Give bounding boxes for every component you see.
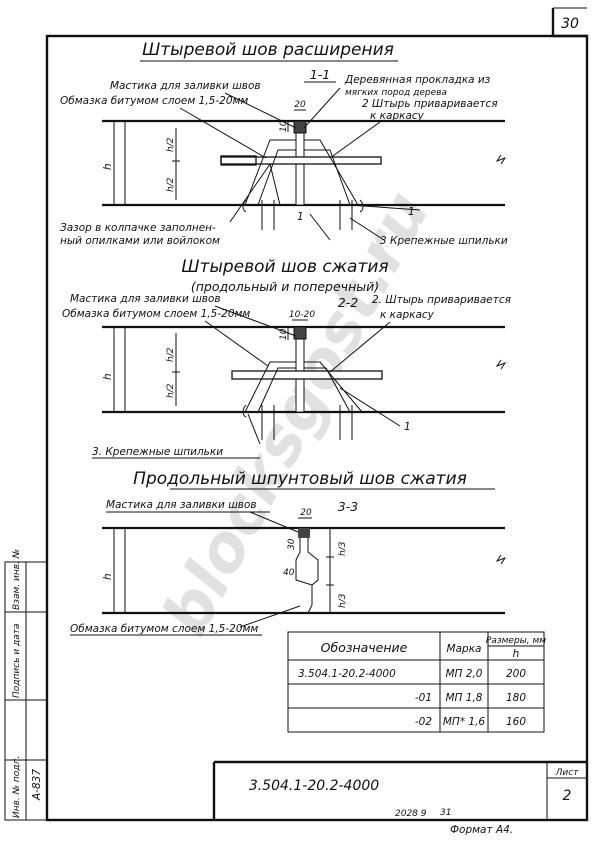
section3-dimensions <box>113 517 334 613</box>
section1-dim-20: 20 <box>294 100 306 110</box>
section1-wood-pad-line1: Деревянная прокладка из <box>344 74 491 86</box>
section1-marker-1a: 1 <box>297 211 304 223</box>
section1-dim-h: h <box>102 163 114 170</box>
section1-marker-1b: 1 <box>408 206 415 218</box>
section2-subtitle: (продольный и поперечный) <box>191 279 379 294</box>
section2-dim-h2-top: h/2 <box>166 347 176 362</box>
section2-marker-1: 1 <box>404 421 411 433</box>
section3-cut-label: 3-3 <box>338 499 358 514</box>
table-row-mark: МП 1,8 <box>446 692 483 704</box>
stamp-replace-inv: Взам. инв. № <box>12 549 22 610</box>
section1-title: Штыревой шов расширения <box>142 40 394 60</box>
section2-pin-line2: к каркасу <box>380 309 435 321</box>
side-stamp <box>4 561 48 821</box>
table-header-designation: Обозначение <box>321 640 408 655</box>
section2-title: Штыревой шов сжатия <box>181 257 388 277</box>
section3-title: Продольный шпунтовый шов сжатия <box>133 469 467 489</box>
title-block-sheet-number: 2 <box>563 788 572 804</box>
section3-dim-h: h <box>102 573 114 580</box>
section2-fasteners: 3. Крепежные шпильки <box>92 446 223 458</box>
section1-dim-10: 10 <box>279 120 289 132</box>
table-row-h: 160 <box>506 716 526 728</box>
inventory-number: А-837 <box>31 769 43 801</box>
title-block <box>212 760 587 820</box>
section1-coating-label: Обмазка битумом слоем 1,5-20мм <box>60 95 248 107</box>
section2-dim-10: 10 <box>279 328 289 340</box>
section1-dim-h2-bot: h/2 <box>166 177 176 192</box>
section1-dim-h2-top: h/2 <box>166 137 176 152</box>
section2-cut-label: 2-2 <box>338 295 358 310</box>
section1-cut-label: 1-1 <box>310 67 330 82</box>
table-header-dimensions: Размеры, мм <box>486 636 546 646</box>
table-row-h: 180 <box>506 692 526 704</box>
section2-leaders <box>204 305 401 445</box>
section2-dim-10-20: 10-20 <box>289 310 315 320</box>
section1-slab <box>102 119 507 230</box>
table-row-designation: -01 <box>415 692 432 704</box>
bottom-code: 2028 9 <box>395 809 427 819</box>
table-row-designation: -02 <box>415 716 432 728</box>
section3-mastic-label: Мастика для заливки швов <box>106 499 257 511</box>
section3-leaders <box>239 511 301 628</box>
section3-dim-h3-bot: h/3 <box>338 593 348 608</box>
table-row-designation: 3.504.1-20.2-4000 <box>298 668 396 680</box>
table-header-mark: Марка <box>447 643 482 655</box>
section3-coating-label: Обмазка битумом слоем 1,5-20мм <box>70 623 258 635</box>
section2-slab <box>102 325 507 440</box>
bottom-number: 31 <box>440 808 451 818</box>
stamp-inv-original: Инв. № подл. <box>12 756 22 818</box>
table-row-mark: МП* 1,6 <box>443 716 486 728</box>
section1-gap-line1: Зазор в колпачке заполнен- <box>60 222 216 234</box>
section1-pin-line1: 2 Штырь приваривается <box>362 98 498 110</box>
section2-mastic-label: Мастика для заливки швов <box>70 293 221 305</box>
stamp-sign-date: Подпись и дата <box>12 623 22 698</box>
section3-dim-40: 40 <box>283 568 295 578</box>
section1-mastic-label: Мастика для заливки швов <box>110 80 261 92</box>
section3-dim-30: 30 <box>287 538 297 550</box>
section1-wood-pad-line2: мягких пород дерева <box>345 88 447 98</box>
page-number: 30 <box>561 16 579 32</box>
section3-slab <box>102 526 507 615</box>
section1-leaders <box>179 87 421 241</box>
sheet-frame <box>45 7 589 822</box>
title-block-sheet-label: Лист <box>555 768 580 778</box>
section2-dim-h: h <box>102 373 114 380</box>
section1-pin-line2: к каркасу <box>370 110 425 122</box>
section3-dim-20: 20 <box>300 508 312 518</box>
table-row-mark: МП 2,0 <box>446 668 483 680</box>
section3-dim-h3-top: h/3 <box>338 541 348 556</box>
table-subheader-h: h <box>513 648 520 660</box>
section1-fasteners: 3 Крепежные шпильки <box>380 235 508 247</box>
title-block-designation: 3.504.1-20.2-4000 <box>249 778 379 794</box>
table-row-h: 200 <box>506 668 526 680</box>
section1-dimensions <box>113 109 306 205</box>
watermark: blocksgost.ru <box>149 180 444 648</box>
spec-table <box>287 631 545 733</box>
section2-dim-h2-bot: h/2 <box>166 383 176 398</box>
format-label: Формат А4. <box>450 824 513 836</box>
section2-pin-line1: 2. Штырь приваривается <box>372 294 511 306</box>
section1-gap-line2: ный опилками или войлоком <box>60 235 220 247</box>
section2-coating-label: Обмазка битумом слоем 1,5-20мм <box>62 308 250 320</box>
